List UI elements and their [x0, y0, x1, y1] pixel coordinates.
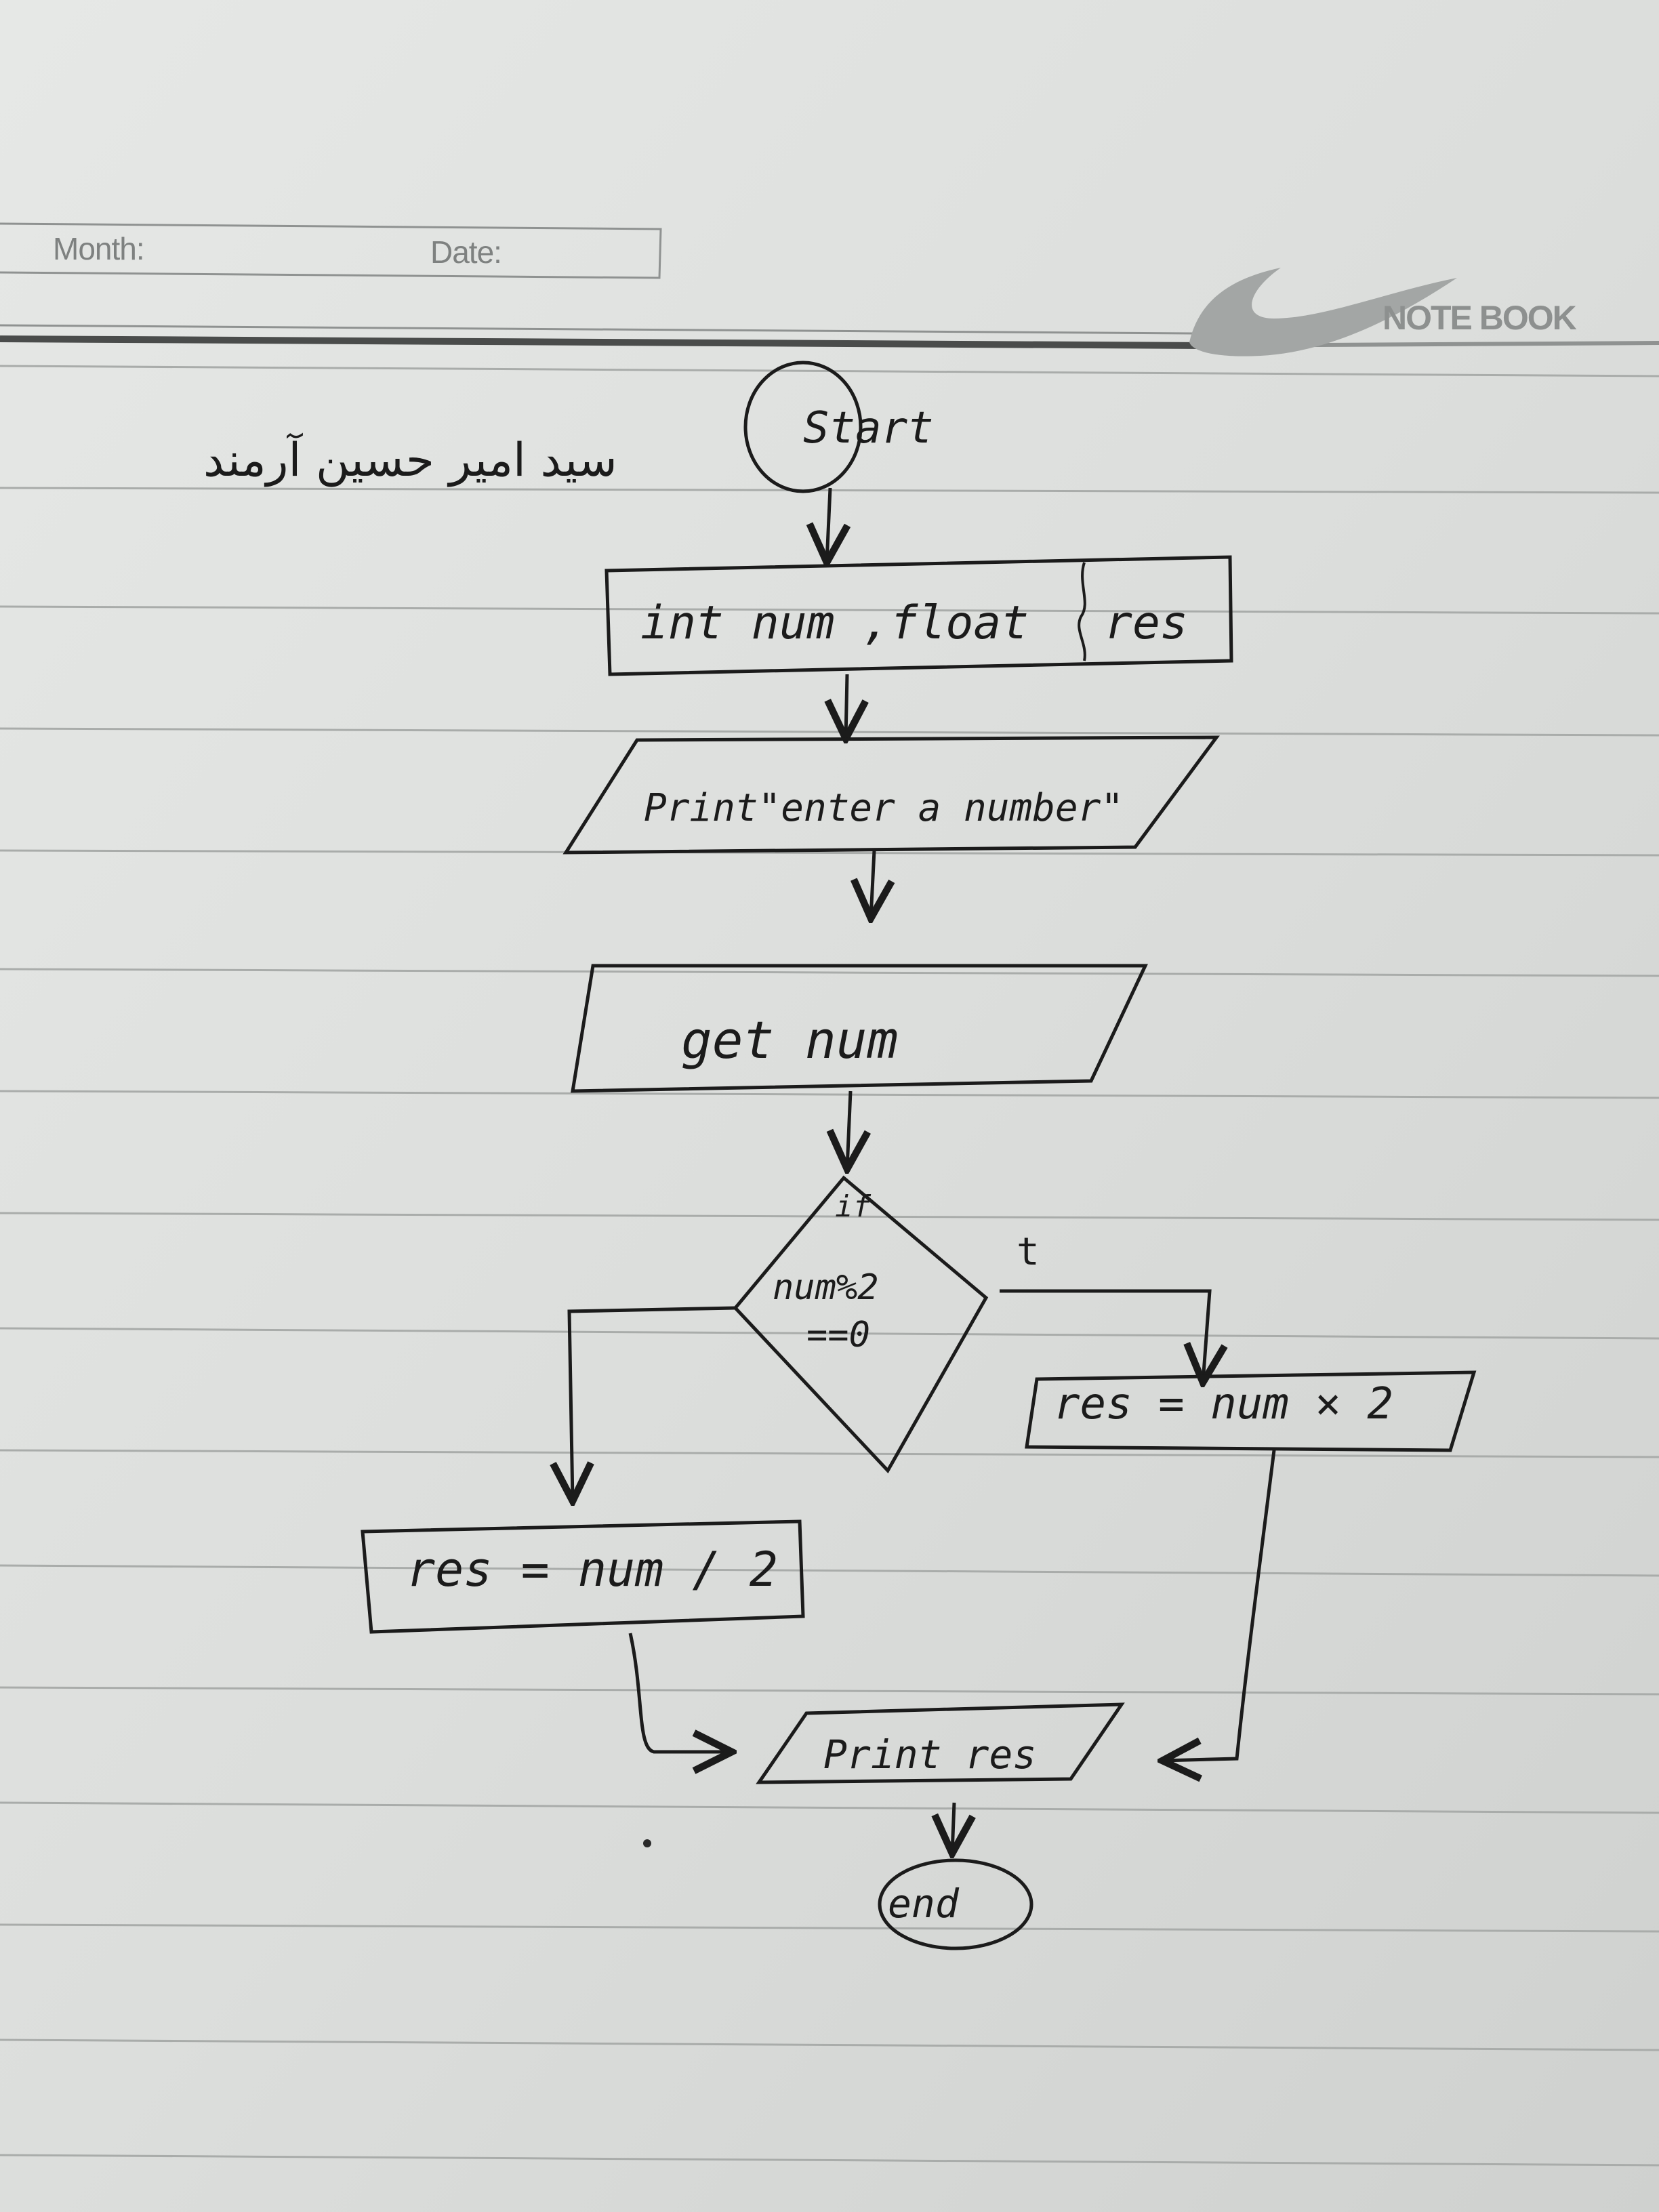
header-boxes: [0, 222, 1659, 349]
decision-line1-label: num%2: [773, 1267, 879, 1308]
arrow-declare-print: [846, 674, 847, 739]
arrow-false-output: [628, 1633, 732, 1752]
true-branch-label: t: [1017, 1230, 1040, 1274]
input-label: get num: [681, 1010, 899, 1070]
arrow-true-output: [1162, 1450, 1276, 1761]
brand-swoosh-logo: [1189, 268, 1457, 356]
decision-if-label: if: [835, 1189, 871, 1224]
output-io-box: [756, 1702, 1125, 1784]
start-terminal: [743, 361, 863, 493]
pen-dot: [643, 1839, 651, 1847]
decision-line2-label: ==0: [806, 1315, 870, 1355]
arrow-print-get: [871, 850, 874, 918]
print-prompt-io-box: [562, 735, 1220, 855]
declare-process-box: [605, 555, 1233, 676]
declare-right-label: res: [1105, 596, 1188, 650]
ruled-lines: [0, 365, 1659, 2167]
false-process-label: res = num / 2: [407, 1542, 778, 1597]
declare-left-label: int num ,float: [640, 596, 1029, 650]
false-process-box: [361, 1519, 805, 1634]
output-label: Print res: [823, 1732, 1037, 1778]
month-label: Month:: [53, 231, 145, 266]
arrow-start-declare: [827, 487, 830, 562]
author-name: سید امیر حسین آرمند: [203, 434, 617, 487]
arrow-get-decision: [847, 1090, 851, 1169]
declare-divider: [1078, 562, 1086, 661]
end-terminal: [878, 1858, 1033, 1950]
brand-logo-text: NOTE BOOK: [1382, 299, 1577, 337]
true-process-label: res = num × 2: [1054, 1379, 1393, 1429]
end-label: end: [888, 1881, 959, 1927]
arrow-true-branch: [1000, 1289, 1210, 1382]
start-label: Start: [803, 403, 934, 453]
arrow-false-branch: [569, 1306, 736, 1501]
input-io-box: [571, 964, 1148, 1093]
date-label: Date:: [430, 234, 502, 270]
decision-diamond: [733, 1175, 989, 1474]
true-process-box: [1025, 1370, 1477, 1452]
arrow-output-end: [952, 1802, 954, 1853]
print-prompt-label: Print"enter a number": [644, 786, 1124, 830]
